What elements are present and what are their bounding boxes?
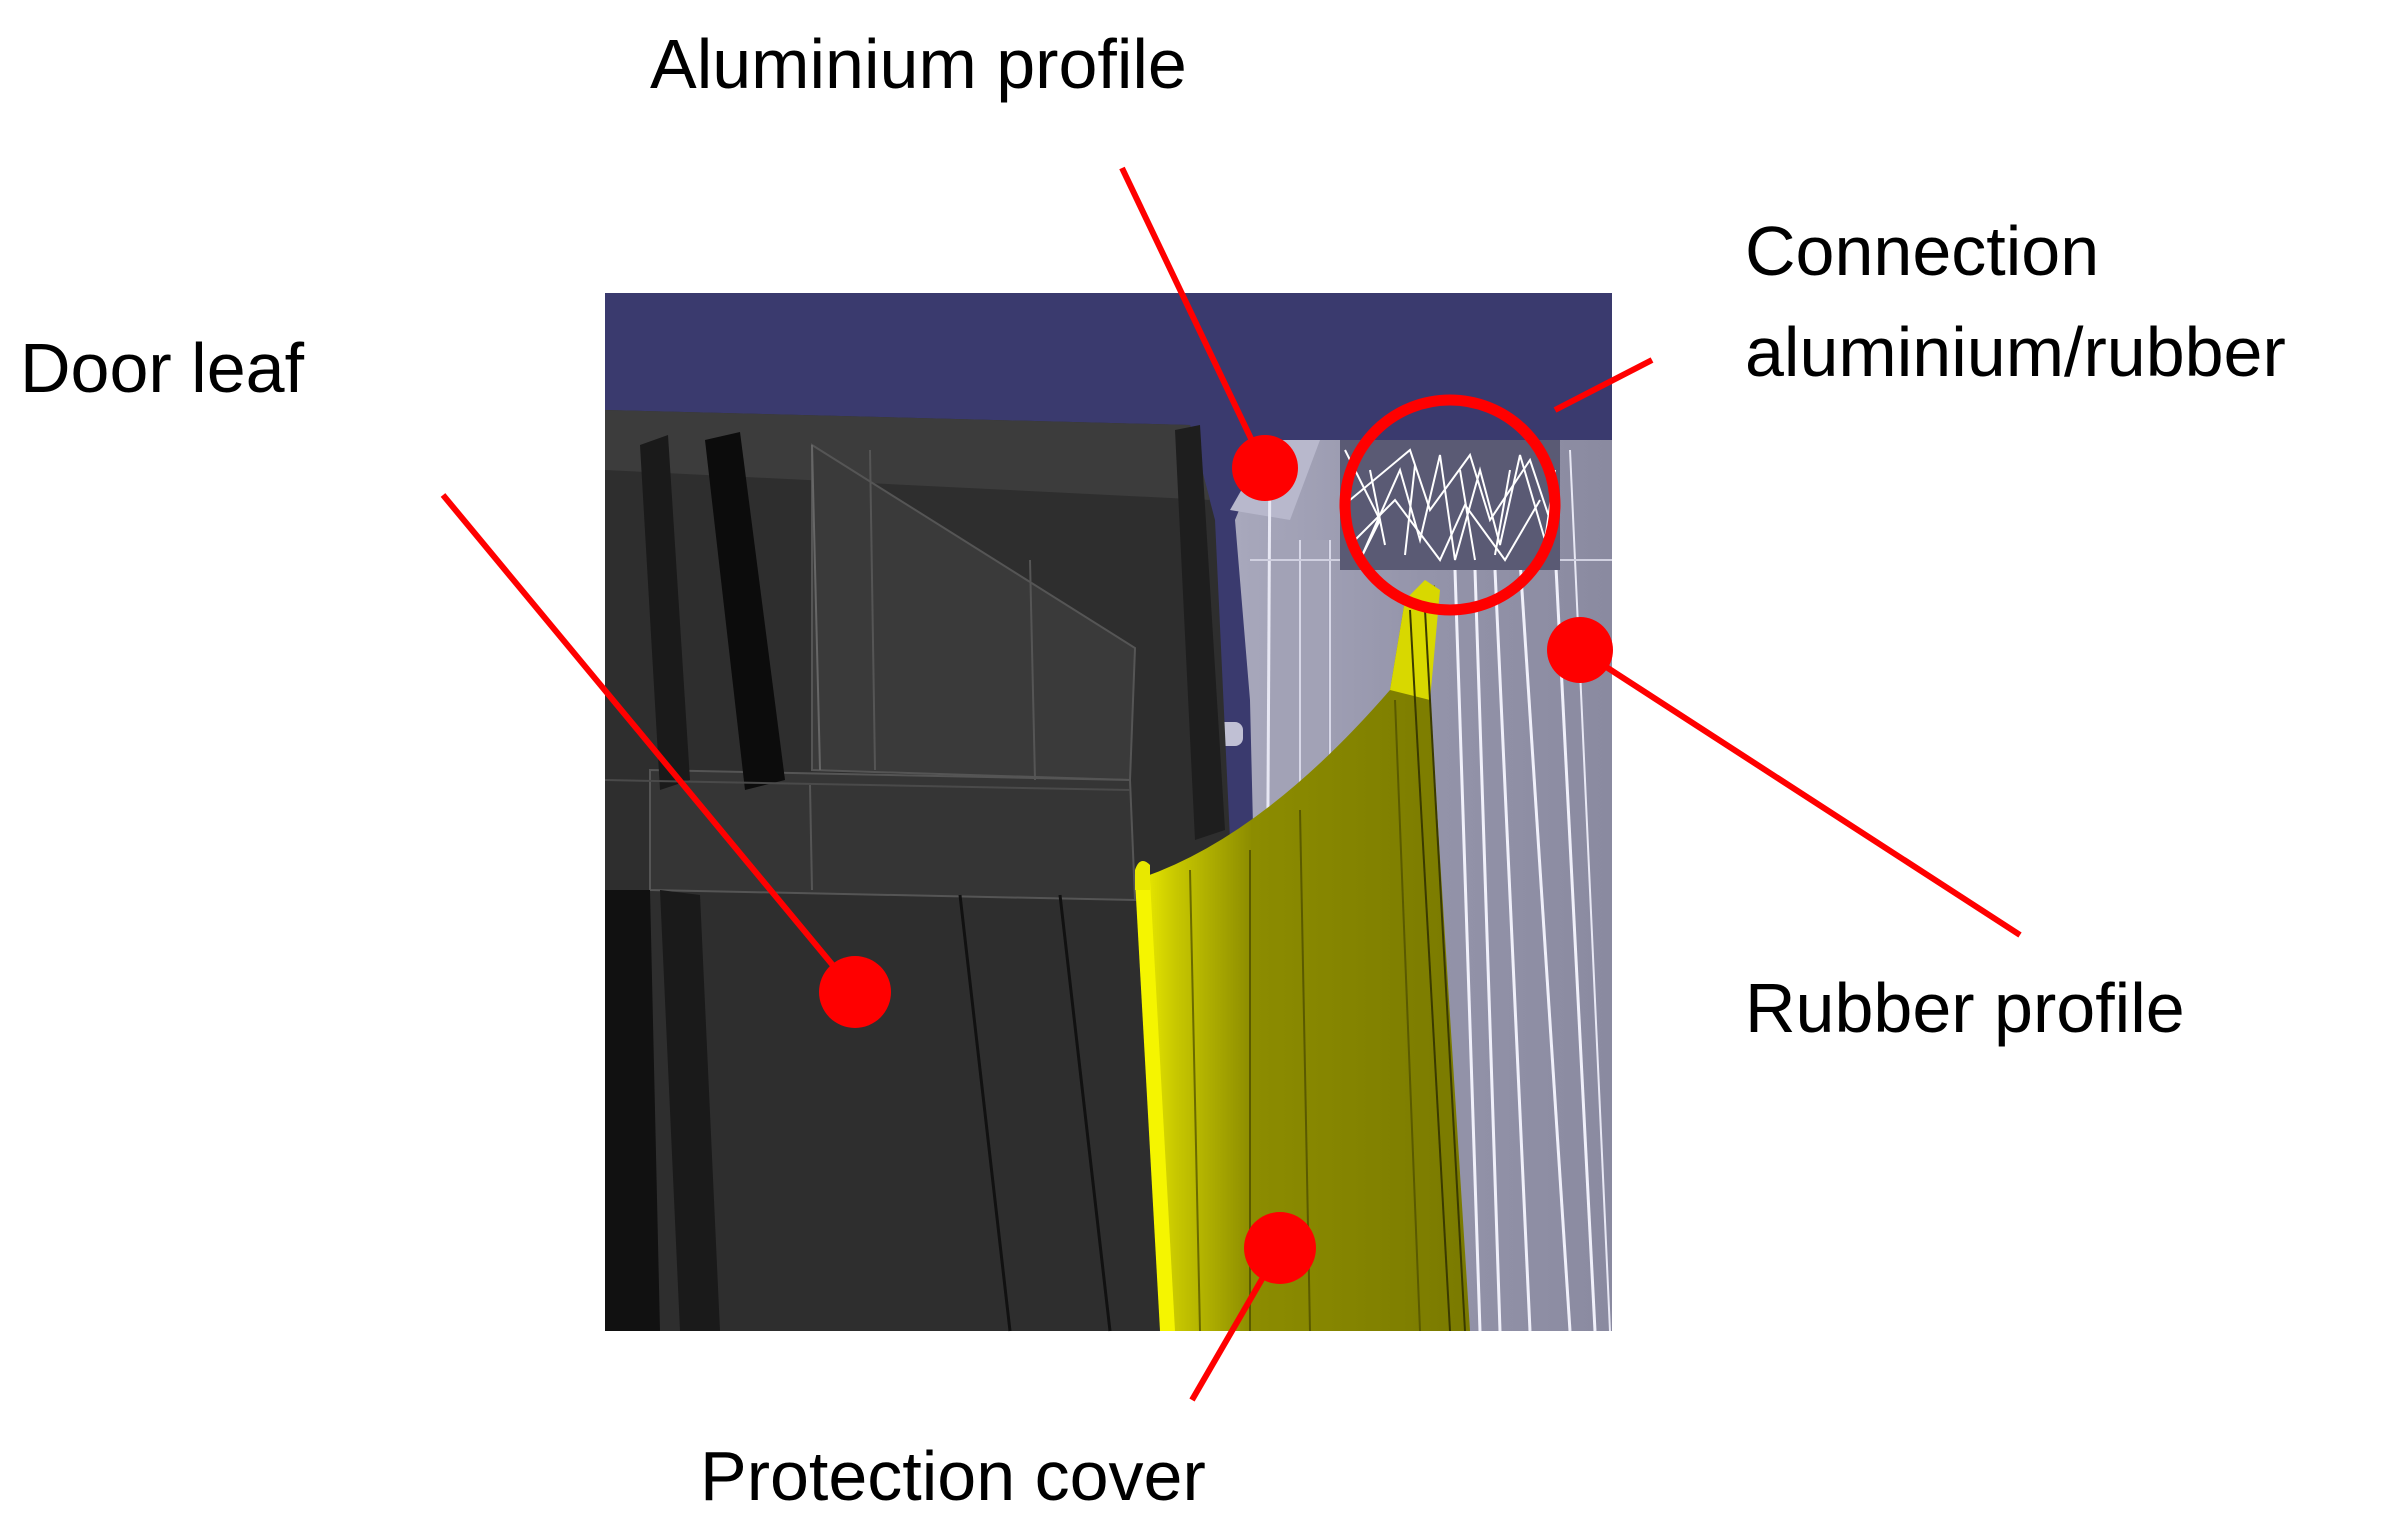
- label-protection-cover: Protection cover: [700, 1437, 1206, 1515]
- door-leaf-body: [604, 410, 1230, 1332]
- callout-leader-connection: [1553, 357, 1654, 413]
- callout-leader-door-leaf: [440, 493, 858, 994]
- callout-ring-connection: [1339, 394, 1561, 616]
- label-door-leaf: Door leaf: [20, 329, 305, 407]
- callout-leader-rubber: [1578, 647, 2022, 938]
- callout-dot-cover: [1244, 1212, 1316, 1284]
- callout-protection-cover: Protection cover: [700, 1212, 1316, 1515]
- callout-door-leaf: Door leaf: [20, 329, 891, 1028]
- callout-connection: Connection aluminium/rubber: [1339, 212, 2286, 616]
- callout-leader-aluminium: [1119, 166, 1268, 470]
- callout-aluminium-profile: Aluminium profile: [650, 25, 1298, 501]
- label-connection-line1: Connection: [1745, 212, 2099, 290]
- label-connection-line2: aluminium/rubber: [1745, 313, 2286, 391]
- callout-rubber-profile: Rubber profile: [1547, 617, 2185, 1047]
- label-aluminium-profile: Aluminium profile: [650, 25, 1187, 103]
- callout-dot-door-leaf: [819, 956, 891, 1028]
- cad-render-panel: [604, 293, 1612, 1332]
- connection-mesh: [1340, 440, 1560, 570]
- callout-dot-aluminium: [1232, 435, 1298, 501]
- callout-dot-rubber: [1547, 617, 1613, 683]
- label-rubber-profile: Rubber profile: [1745, 969, 2185, 1047]
